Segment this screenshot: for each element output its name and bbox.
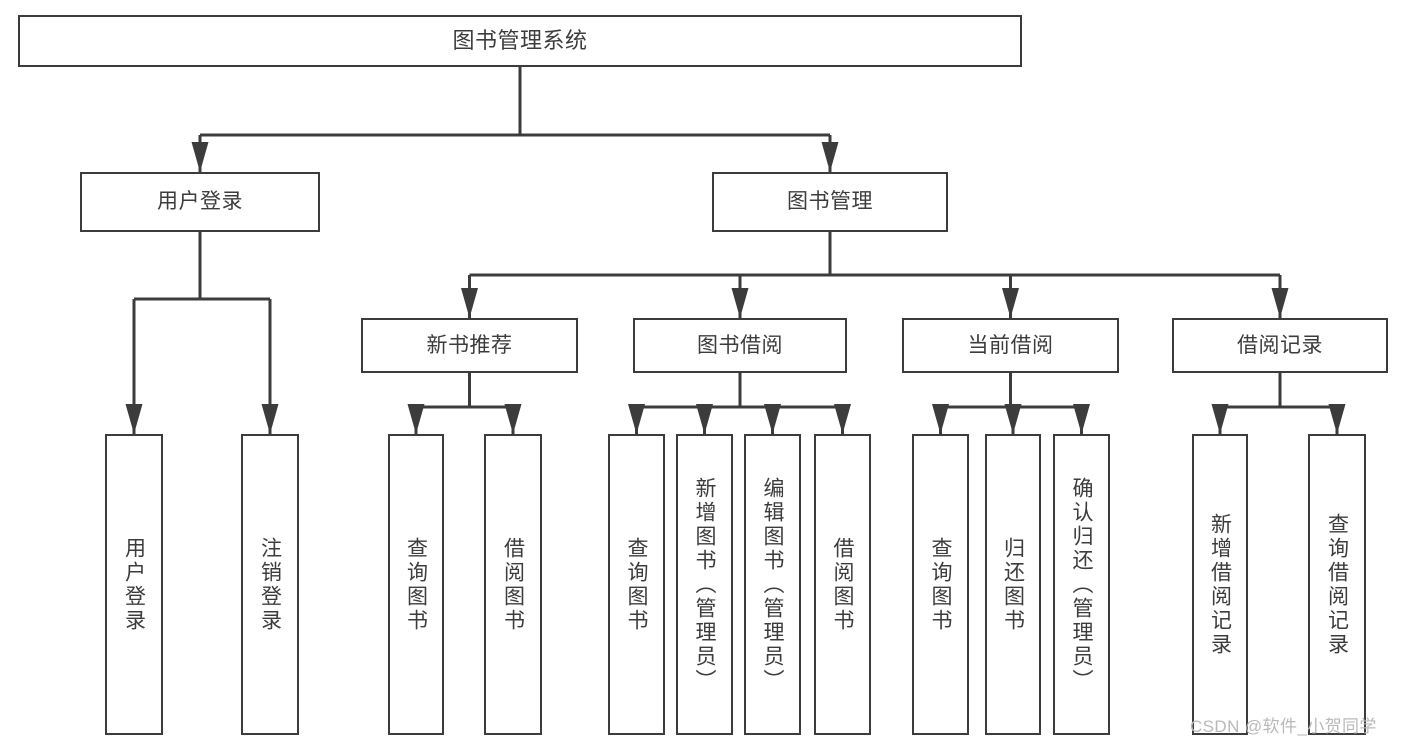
arrow-head-leaf-query-book-1 <box>407 404 425 434</box>
node-label-leaf-borrow-book-1: 借阅图书 <box>501 536 525 633</box>
node-label-leaf-logout: 注销登录 <box>258 536 282 633</box>
node-label-leaf-query-book-1: 查询图书 <box>404 536 428 633</box>
node-label-current-borrow: 当前借阅 <box>967 333 1054 357</box>
node-root[interactable]: 图书管理系统 <box>18 15 1022 67</box>
arrow-head-book-borrow <box>731 288 749 318</box>
arrow-head-book-manage <box>821 142 839 172</box>
node-leaf-return-book[interactable]: 归还图书 <box>985 434 1041 735</box>
arrow-head-leaf-user-login <box>125 404 143 434</box>
node-label-user-login: 用户登录 <box>157 190 243 214</box>
arrow-head-current-borrow <box>1002 288 1019 318</box>
node-label-leaf-user-login: 用户登录 <box>122 536 146 633</box>
node-label-book-manage: 图书管理 <box>787 190 873 214</box>
node-label-leaf-confirm-return: 确认归还（管理员） <box>1070 476 1093 693</box>
watermark: CSDN @软件_小贺同学 <box>1190 717 1377 736</box>
arrow-head-leaf-edit-book <box>764 404 781 434</box>
node-label-leaf-borrow-book-2: 借阅图书 <box>831 536 854 633</box>
node-book-manage[interactable]: 图书管理 <box>712 172 948 232</box>
node-label-leaf-query-book-3: 查询图书 <box>929 536 952 633</box>
node-leaf-edit-book[interactable]: 编辑图书（管理员） <box>744 434 801 735</box>
node-leaf-user-login[interactable]: 用户登录 <box>105 434 163 735</box>
arrow-head-leaf-add-book <box>696 404 713 434</box>
node-label-leaf-edit-book: 编辑图书（管理员） <box>761 476 784 693</box>
node-leaf-query-record[interactable]: 查询借阅记录 <box>1308 434 1366 735</box>
node-leaf-query-book-2[interactable]: 查询图书 <box>608 434 665 735</box>
arrow-head-leaf-confirm-return <box>1073 404 1090 434</box>
node-leaf-borrow-book-1[interactable]: 借阅图书 <box>484 434 542 735</box>
node-user-login[interactable]: 用户登录 <box>80 172 320 232</box>
arrow-head-leaf-query-record <box>1328 404 1346 434</box>
node-label-leaf-add-book: 新增图书（管理员） <box>693 476 716 693</box>
node-label-leaf-return-book: 归还图书 <box>1001 536 1025 633</box>
node-label-leaf-query-book-2: 查询图书 <box>625 536 648 633</box>
arrow-head-borrow-record <box>1271 288 1289 318</box>
node-leaf-borrow-book-2[interactable]: 借阅图书 <box>814 434 871 735</box>
node-book-borrow[interactable]: 图书借阅 <box>633 318 847 373</box>
arrow-head-user-login <box>191 142 209 172</box>
arrow-head-leaf-borrow-book-1 <box>504 404 522 434</box>
node-new-book-rec[interactable]: 新书推荐 <box>361 318 578 373</box>
node-leaf-logout[interactable]: 注销登录 <box>241 434 299 735</box>
node-label-leaf-add-record: 新增借阅记录 <box>1208 512 1232 657</box>
node-leaf-query-book-3[interactable]: 查询图书 <box>912 434 969 735</box>
node-borrow-record[interactable]: 借阅记录 <box>1172 318 1388 373</box>
arrow-head-leaf-borrow-book-2 <box>834 404 851 434</box>
node-leaf-add-book[interactable]: 新增图书（管理员） <box>676 434 733 735</box>
node-label-borrow-record: 借阅记录 <box>1237 333 1323 357</box>
arrow-head-leaf-return-book <box>1004 404 1022 434</box>
node-label-root: 图书管理系统 <box>452 27 588 53</box>
node-current-borrow[interactable]: 当前借阅 <box>902 318 1119 373</box>
node-leaf-query-book-1[interactable]: 查询图书 <box>388 434 444 735</box>
node-label-book-borrow: 图书借阅 <box>697 333 783 357</box>
node-label-leaf-query-record: 查询借阅记录 <box>1325 512 1349 657</box>
node-leaf-confirm-return[interactable]: 确认归还（管理员） <box>1053 434 1110 735</box>
arrow-head-leaf-add-record <box>1211 404 1229 434</box>
arrow-head-leaf-query-book-3 <box>932 404 949 434</box>
arrow-head-leaf-query-book-2 <box>628 404 645 434</box>
node-leaf-add-record[interactable]: 新增借阅记录 <box>1192 434 1248 735</box>
arrow-head-new-book-rec <box>461 288 478 318</box>
node-label-new-book-rec: 新书推荐 <box>426 333 513 357</box>
arrow-head-leaf-logout <box>261 404 279 434</box>
